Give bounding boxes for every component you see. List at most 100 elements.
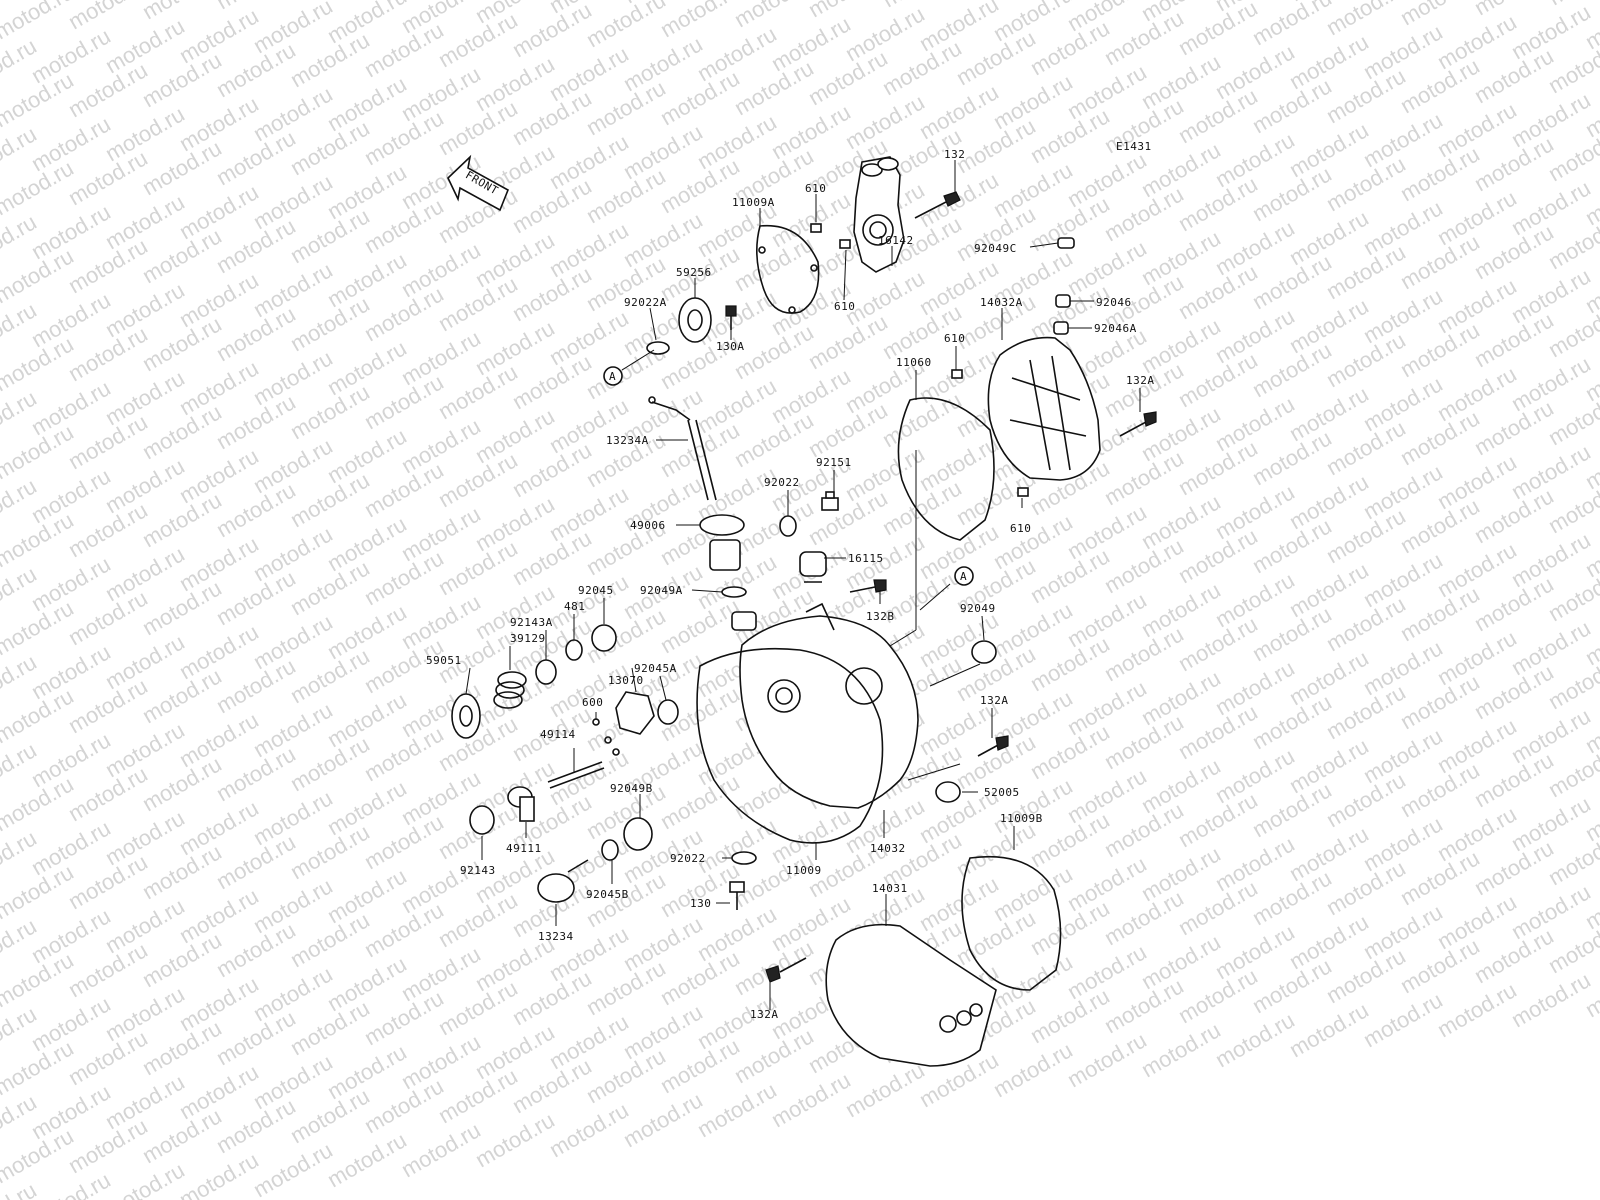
label-59256: 59256 [676,266,712,279]
circlip-481 [565,639,583,661]
label-92151: 92151 [816,456,852,469]
label-92046: 92046 [1096,296,1132,309]
kickstarter-shaft-13234A [648,396,717,501]
seal-92049B [623,817,653,851]
bolt-132A-right [1119,411,1157,437]
balls-600 [592,718,620,756]
label-16115: 16115 [848,552,884,565]
part-number-labels: 132 610 11009A 16142 610 59256 92022A 13… [426,148,1155,1021]
label-49114: 49114 [540,728,576,741]
ref-marker-a-right-text: A [960,570,967,583]
seal-92049C [1057,237,1075,249]
bolt-130A [725,305,737,330]
label-92045: 92045 [578,584,614,597]
label-52005: 52005 [984,786,1020,799]
label-13070: 13070 [608,674,644,687]
clutch-cover-gasket-11060 [897,397,995,541]
bolt-132A-bottom [765,957,807,983]
bushing-92046 [1055,294,1071,308]
generator-cover-gasket-11009B [961,855,1062,991]
label-132-top: 132 [944,148,965,161]
label-59051: 59051 [426,654,462,667]
right-crankcase-cover-14032 [731,602,919,809]
bolt-130 [729,881,745,910]
label-610-b: 610 [834,300,855,313]
impeller-13070 [615,691,655,735]
dowel-pin-610-c [951,369,963,379]
label-92143: 92143 [460,864,496,877]
label-132A-bottom: 132A [750,1008,779,1021]
label-11009A: 11009A [732,196,775,209]
label-610-c: 610 [944,332,965,345]
washer-92022-bottom [731,851,757,865]
bolt-132 [914,191,961,219]
label-14032: 14032 [870,842,906,855]
dowel-pin-610-d [1017,487,1029,497]
label-14032A: 14032A [980,296,1023,309]
label-92049A: 92049A [640,584,683,597]
label-130A: 130A [716,340,745,353]
dowel-pin-610-a [810,223,822,233]
impeller-59256 [678,297,712,343]
ref-marker-a-left: A [603,349,655,386]
label-600: 600 [582,696,603,709]
label-92049B: 92049B [610,782,653,795]
seal-92045B [601,839,619,861]
ref-marker-a-right: A [954,566,974,586]
label-92022: 92022 [764,476,800,489]
label-132A-right: 132A [1126,374,1155,387]
label-49006: 49006 [630,519,666,532]
label-92045B: 92045B [586,888,629,901]
label-13234A: 13234A [606,434,649,447]
bushing-92046A [1053,321,1069,335]
dowel-pin-610-b [839,239,851,249]
label-610-a: 610 [805,182,826,195]
label-92046A: 92046A [1094,322,1137,335]
label-132B: 132B [866,610,895,623]
generator-cover-14031 [825,923,997,1067]
label-39129: 39129 [510,632,546,645]
label-92143A: 92143A [510,616,553,629]
oring-92049A [721,586,747,598]
label-130: 130 [690,897,711,910]
label-481: 481 [564,600,585,613]
front-direction-arrow: FRONT [447,154,510,212]
label-13234: 13234 [538,930,574,943]
seal-92045A [657,699,679,725]
cap-52005 [935,781,961,803]
bolt-132B [849,579,887,593]
bolt-132A-middle [977,735,1009,757]
ring-92143 [469,805,495,835]
gear-59051 [451,693,481,739]
pump-cover-gasket-11009A [756,224,820,314]
label-14031: 14031 [872,882,908,895]
label-92022A: 92022A [624,296,667,309]
label-92049C: 92049C [974,242,1017,255]
label-49111: 49111 [506,842,542,855]
diagram-code: E1431 [1116,140,1152,153]
label-132A-middle: 132A [980,694,1009,707]
washer-92022 [779,515,797,537]
ratchet-49006 [699,514,745,571]
seal-92045 [591,624,617,652]
label-610-d: 610 [1010,522,1031,535]
label-11009B: 11009B [1000,812,1043,825]
label-16142: 16142 [878,234,914,247]
seal-92049 [971,640,997,664]
pin-49114 [547,761,605,789]
plug-92151 [821,491,839,511]
ring-92143A [535,659,557,685]
clutch-cover-14032A [987,336,1101,481]
oil-cap-16115 [799,551,827,583]
gear-13234 [537,859,589,903]
label-11009: 11009 [786,864,822,877]
ref-marker-a-left-text: A [609,370,616,383]
label-11060: 11060 [896,356,932,369]
water-pump-cover-16142 [853,156,905,273]
spring-39129 [493,671,527,709]
label-92022-bottom: 92022 [670,852,706,865]
label-92049: 92049 [960,602,996,615]
